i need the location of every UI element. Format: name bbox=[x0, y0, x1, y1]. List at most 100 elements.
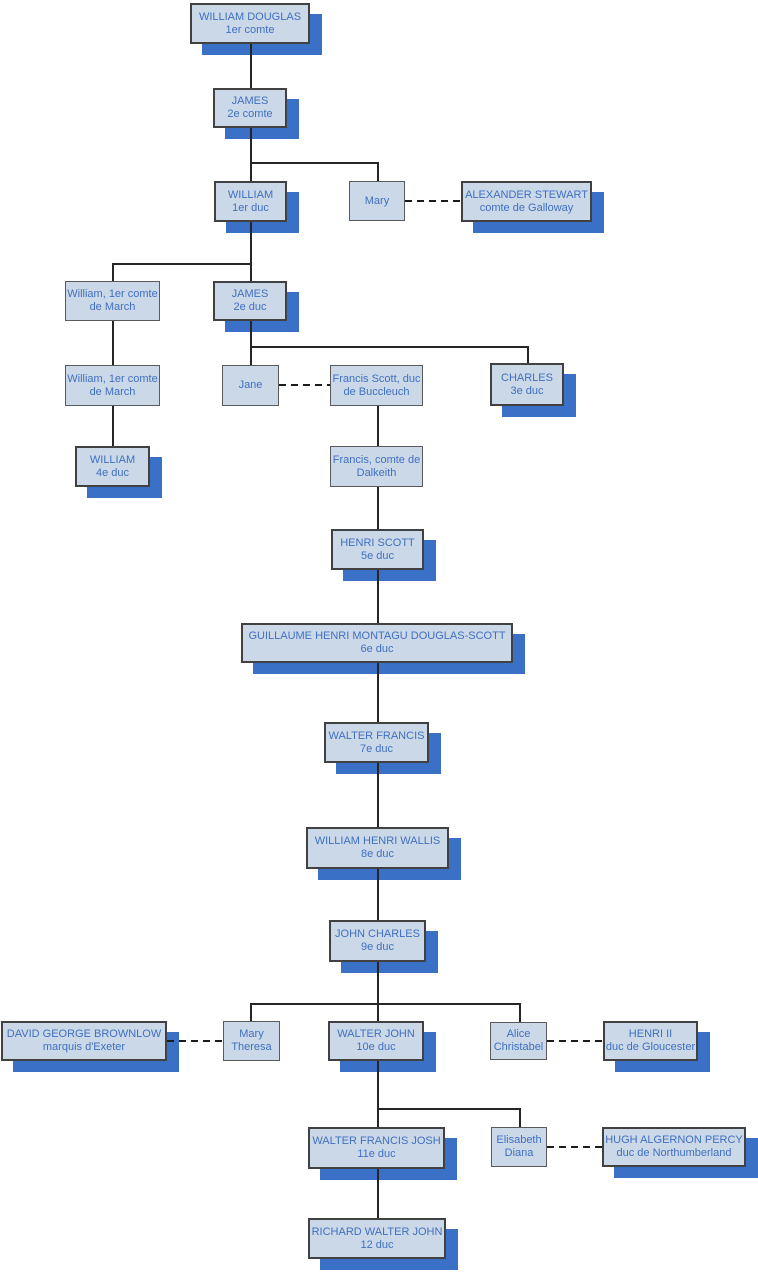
marriage-dashed-line bbox=[547, 1146, 602, 1148]
person-label-line: WILLIAM bbox=[227, 188, 274, 201]
descent-connector-line bbox=[250, 263, 252, 283]
person-label-line: WALTER FRANCIS bbox=[328, 729, 425, 742]
descent-connector-line bbox=[250, 128, 252, 183]
person-label-line: CHARLES bbox=[501, 371, 553, 384]
descent-connector-line bbox=[377, 1108, 521, 1110]
descent-connector-line bbox=[377, 962, 379, 1023]
descent-connector-line bbox=[112, 406, 114, 448]
person-label-line: 6e duc bbox=[360, 643, 394, 655]
descent-connector-line bbox=[377, 406, 379, 448]
person-label-line: duc de Gloucester bbox=[605, 1041, 696, 1053]
person-label-line: WALTER JOHN bbox=[337, 1028, 415, 1040]
person-label-line: Elisabeth bbox=[496, 1134, 542, 1146]
person-label-line: HENRI SCOTT bbox=[340, 536, 415, 549]
person-label-line: 4e duc bbox=[95, 466, 130, 479]
marriage-dashed-line bbox=[279, 384, 330, 386]
descent-connector-line bbox=[250, 222, 252, 265]
person-box-mary: Mary bbox=[349, 181, 405, 221]
person-label-line: de Buccleuch bbox=[343, 385, 410, 398]
person-label-line: Diana bbox=[504, 1147, 534, 1159]
person-label-line: JOHN CHARLES bbox=[335, 928, 420, 940]
descent-connector-line bbox=[377, 1061, 379, 1129]
person-label-line: Mary bbox=[364, 194, 390, 207]
descent-connector-line bbox=[377, 162, 379, 183]
person-label-line: 12 duc bbox=[360, 1238, 394, 1251]
person-label-line: 11e duc bbox=[357, 1148, 396, 1160]
person-label-line: GUILLAUME HENRI MONTAGU DOUGLAS-SCOTT bbox=[248, 630, 506, 642]
person-label-line: Dalkeith bbox=[356, 466, 397, 479]
descent-connector-line bbox=[377, 869, 379, 922]
person-label-line: 1er duc bbox=[232, 201, 269, 214]
person-label-line: duc de Northumberland bbox=[616, 1147, 732, 1159]
descent-connector-line bbox=[527, 346, 529, 365]
descent-connector-line bbox=[519, 1108, 521, 1129]
person-label-line: HUGH ALGERNON PERCY bbox=[605, 1134, 743, 1146]
person-label-line: WILLIAM bbox=[89, 453, 136, 466]
descent-connector-line bbox=[377, 1169, 379, 1220]
person-label-line: comte de Galloway bbox=[479, 201, 574, 214]
person-label-line: 2e comte bbox=[227, 108, 273, 120]
descent-connector-line bbox=[250, 162, 379, 164]
descent-connector-line bbox=[250, 44, 252, 90]
person-label-line: 3e duc bbox=[510, 384, 544, 397]
person-label-line: JAMES bbox=[231, 288, 269, 300]
marriage-dashed-line bbox=[547, 1040, 603, 1042]
person-label-line: HENRI II bbox=[628, 1028, 673, 1040]
marriage-dashed-line bbox=[167, 1040, 223, 1042]
descent-connector-line bbox=[377, 763, 379, 829]
person-label-line: Mary bbox=[239, 1028, 264, 1040]
person-label-line: WALTER FRANCIS JOSH bbox=[312, 1135, 441, 1147]
person-label-line: RICHARD WALTER JOHN bbox=[311, 1225, 443, 1238]
person-label-line: Jane bbox=[238, 379, 263, 391]
person-label-line: Theresa bbox=[231, 1041, 272, 1053]
person-label-line: marquis d'Exeter bbox=[42, 1041, 126, 1053]
person-label-line: de March bbox=[89, 385, 136, 398]
person-label-line: 10e duc bbox=[356, 1041, 396, 1053]
person-label-line: Francis, comte de bbox=[332, 453, 421, 466]
person-label-line: Francis Scott, duc bbox=[332, 372, 421, 385]
person-label-line: JAMES bbox=[231, 95, 269, 107]
descent-connector-line bbox=[250, 1003, 521, 1005]
person-label-line: 5e duc bbox=[360, 549, 395, 562]
descent-connector-line bbox=[377, 663, 379, 724]
person-label-line: ALEXANDER STEWART bbox=[465, 188, 588, 201]
person-label-line: 2e duc bbox=[233, 301, 267, 313]
person-label-line: de March bbox=[89, 301, 136, 313]
person-label-line: William, 1er comte bbox=[67, 372, 158, 385]
person-box-jane: Jane bbox=[222, 365, 279, 406]
descent-connector-line bbox=[250, 321, 252, 367]
descent-connector-line bbox=[112, 263, 252, 265]
person-label-line: William, 1er comte bbox=[67, 288, 158, 300]
person-label-line: WILLIAM DOUGLAS bbox=[198, 10, 302, 23]
descent-connector-line bbox=[250, 346, 529, 348]
person-label-line: 9e duc bbox=[360, 941, 395, 953]
person-label-line: 1er comte bbox=[225, 23, 275, 36]
descent-connector-line bbox=[112, 263, 114, 283]
descent-connector-line bbox=[377, 570, 379, 625]
